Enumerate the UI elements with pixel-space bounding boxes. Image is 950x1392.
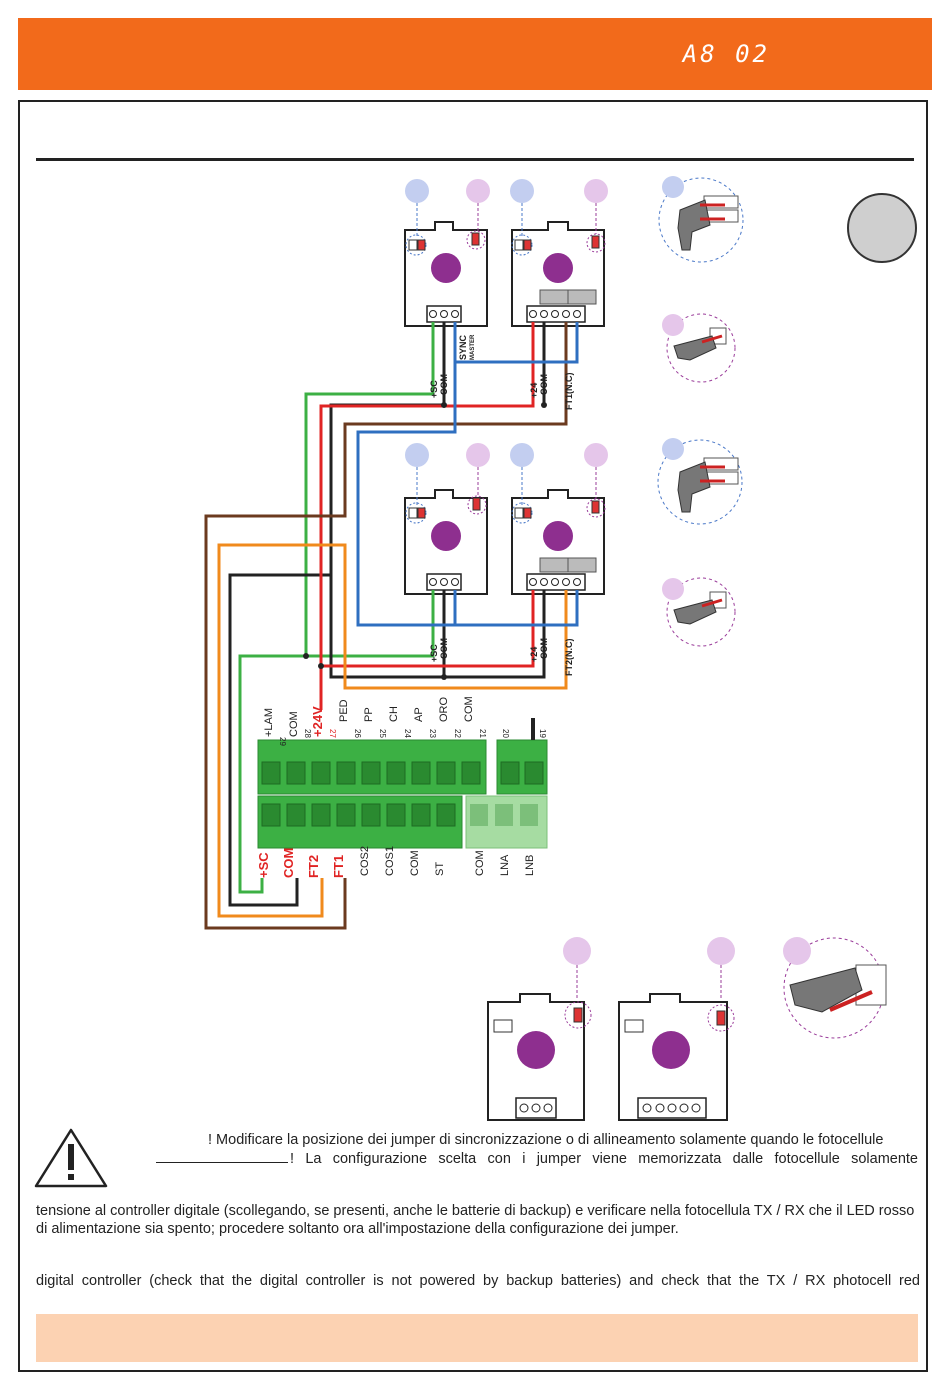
terminal-lnb: LNB	[524, 855, 536, 876]
title-rule	[36, 158, 914, 161]
label-24-top: +24	[529, 383, 539, 398]
jumper-detail-align-off-2	[662, 577, 736, 647]
reference-dots-top	[405, 179, 608, 238]
terminal-cos2: COS2	[359, 846, 371, 876]
num-25: 25	[378, 729, 387, 738]
label-com-mid: -COM	[439, 638, 449, 662]
terminal-com-bottom: COM	[281, 848, 296, 878]
section-marker-circle	[847, 193, 917, 263]
photocell-tx-bottom	[618, 937, 735, 1121]
terminal-labels-bottom: +SC COM FT2 FT1 COS2 COS1 COM ST COM LNA…	[256, 846, 536, 878]
terminal-labels-top: +LAM COM +24V PED PP CH AP ORO COM	[263, 696, 475, 737]
terminal-ch: CH	[388, 706, 400, 722]
photocell-tx-top	[511, 221, 606, 327]
label-master: MASTER	[470, 334, 476, 360]
num-21: 21	[478, 729, 487, 738]
page-frame	[18, 100, 928, 1372]
wires	[204, 322, 579, 930]
num-23: 23	[428, 729, 437, 738]
warning-it-line1: ! Modificare la posizione dei jumper di …	[208, 1132, 884, 1148]
label-com-top-tx: -COM	[539, 374, 549, 398]
terminal-ft1: FT1	[331, 855, 346, 878]
terminal-com-st: COM	[409, 850, 421, 876]
label-sc-mid: +SC	[429, 644, 439, 662]
terminal-com-21: COM	[463, 696, 475, 722]
num-20: 20	[501, 729, 510, 738]
jumper-detail-align-bottom	[783, 937, 887, 1039]
terminal-pp: PP	[363, 707, 375, 722]
reference-dots-middle	[405, 443, 608, 505]
terminal-oro: ORO	[438, 697, 450, 723]
terminal-24v: +24V	[310, 706, 325, 737]
num-19: 19	[538, 729, 547, 738]
terminal-lna: LNA	[499, 854, 511, 876]
photocell-rx-top	[404, 221, 488, 327]
terminal-cos1: COS1	[384, 846, 396, 876]
label-24-mid: +24	[529, 647, 539, 662]
warning-triangle-icon	[34, 1128, 108, 1188]
model-code: A8 02	[682, 40, 770, 68]
label-sc-top: +SC	[429, 380, 439, 398]
blank-line	[156, 1150, 288, 1163]
warning-en-line1: digital controller (check that the digit…	[36, 1273, 920, 1289]
num-29: 29	[278, 737, 287, 746]
warning-it-line2-wrap: ! La configurazione scelta con i jumper …	[156, 1150, 918, 1168]
label-ft2: FT2(N.C)	[564, 639, 574, 677]
terminal-sc: +SC	[256, 852, 271, 878]
warning-it-line3: tensione al controller digitale (scolleg…	[36, 1203, 915, 1237]
label-sync: SYNC	[458, 334, 468, 360]
num-26: 26	[353, 729, 362, 738]
warning-it-line2: ! La configurazione scelta con i jumper …	[290, 1151, 918, 1167]
terminal-com-28: COM	[288, 711, 300, 737]
wire-junctions	[303, 402, 547, 680]
photocell-rx-middle	[404, 489, 488, 595]
jumper-detail-align-off	[662, 313, 736, 383]
label-com-mid-tx: -COM	[539, 638, 549, 662]
terminal-ft2: FT2	[306, 855, 321, 878]
terminal-lam: +LAM	[263, 708, 275, 737]
terminal-block	[257, 718, 548, 849]
num-24: 24	[403, 729, 412, 738]
photocell-rx-bottom	[487, 937, 592, 1121]
photocell-tx-middle	[511, 489, 606, 595]
jumper-detail-sync-on-2	[657, 438, 743, 525]
terminal-numbers: 29 28 27 26 25 24 23 22 21 20 19	[278, 729, 547, 746]
terminal-ped: PED	[338, 699, 350, 722]
num-22: 22	[453, 729, 462, 738]
terminal-com-ln: COM	[474, 850, 486, 876]
num-28: 28	[303, 729, 312, 738]
header-bar	[18, 18, 932, 90]
label-ft1: FT1(N.C)	[564, 373, 574, 411]
jumper-detail-sync-on	[658, 176, 744, 263]
terminal-ap: AP	[413, 707, 425, 722]
note-box	[36, 1314, 918, 1362]
num-27: 27	[328, 729, 337, 738]
terminal-st: ST	[434, 862, 446, 876]
label-com-top: -COM	[439, 374, 449, 398]
